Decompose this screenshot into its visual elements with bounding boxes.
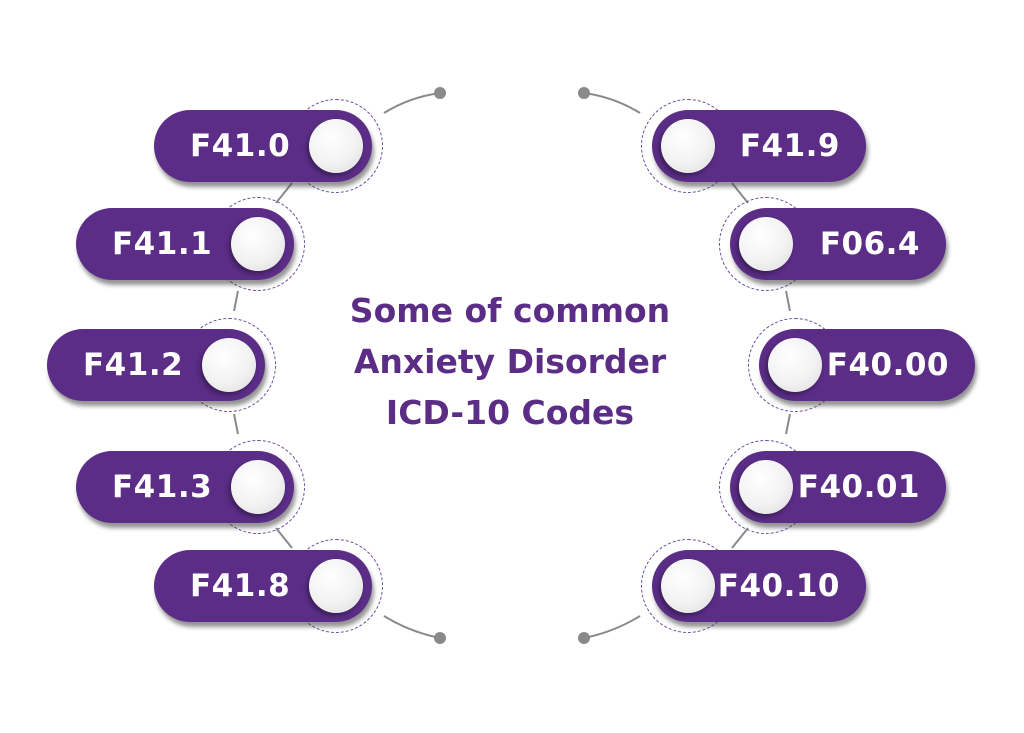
- connector-dot-top-right: [578, 87, 590, 99]
- toggle-knob-icon: [661, 119, 715, 173]
- page-title: Some of common Anxiety Disorder ICD-10 C…: [290, 285, 730, 438]
- code-label: F40.10: [717, 568, 840, 604]
- toggle-knob-icon: [309, 119, 363, 173]
- code-label: F40.01: [797, 469, 920, 505]
- toggle-knob-icon: [202, 338, 256, 392]
- code-pill-right-1: F41.9: [652, 110, 866, 182]
- code-pill-left-5: F41.8: [154, 550, 372, 622]
- code-pill-right-4: F40.01: [730, 451, 946, 523]
- connector-dot-bottom-left: [434, 632, 446, 644]
- toggle-knob-icon: [309, 559, 363, 613]
- title-line-1: Some of common: [349, 291, 671, 330]
- code-label: F41.9: [739, 128, 840, 164]
- toggle-knob-icon: [739, 217, 793, 271]
- code-label: F41.1: [112, 226, 213, 262]
- code-pill-right-5: F40.10: [652, 550, 866, 622]
- toggle-knob-icon: [739, 460, 793, 514]
- toggle-knob-icon: [231, 460, 285, 514]
- code-pill-right-3: F40.00: [759, 329, 975, 401]
- code-label: F41.0: [190, 128, 291, 164]
- code-label: F41.8: [190, 568, 291, 604]
- code-pill-left-3: F41.2: [47, 329, 265, 401]
- code-label: F41.2: [83, 347, 184, 383]
- code-pill-left-1: F41.0: [154, 110, 372, 182]
- code-pill-right-2: F06.4: [730, 208, 946, 280]
- code-label: F06.4: [819, 226, 920, 262]
- title-line-2: Anxiety Disorder: [353, 342, 667, 381]
- code-pill-left-2: F41.1: [76, 208, 294, 280]
- title-line-3: ICD-10 Codes: [385, 393, 635, 432]
- toggle-knob-icon: [661, 559, 715, 613]
- code-pill-left-4: F41.3: [76, 451, 294, 523]
- connector-dot-top-left: [434, 87, 446, 99]
- code-label: F40.00: [826, 347, 949, 383]
- connector-dot-bottom-right: [578, 632, 590, 644]
- toggle-knob-icon: [768, 338, 822, 392]
- code-label: F41.3: [112, 469, 213, 505]
- toggle-knob-icon: [231, 217, 285, 271]
